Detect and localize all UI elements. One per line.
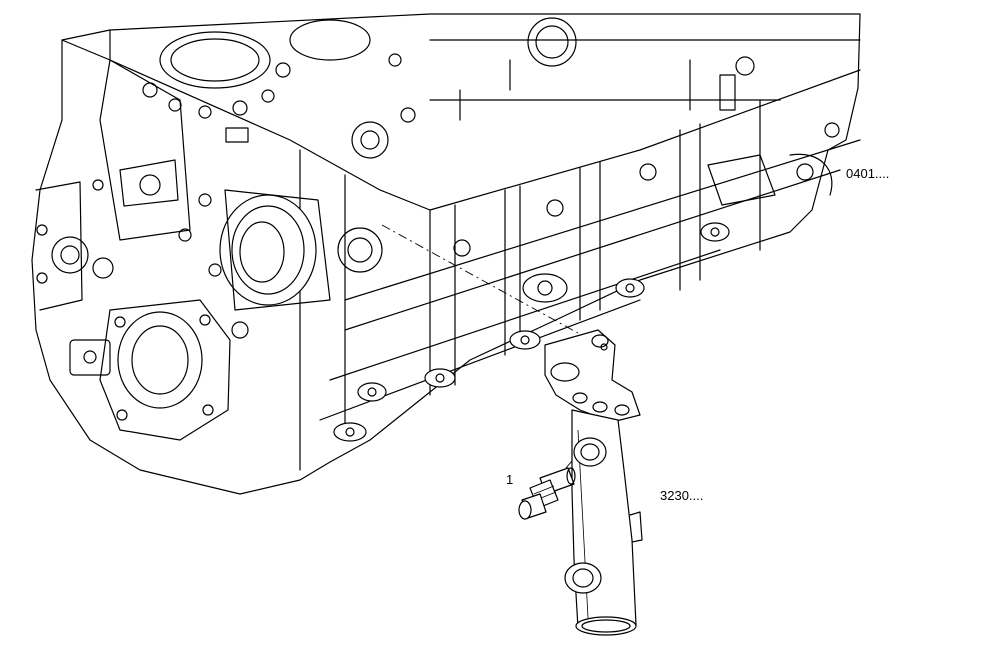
water-pipe-callout: 3230.... [660, 488, 704, 503]
coolant-pipe [544, 329, 643, 636]
threaded-fitting [518, 467, 576, 520]
engine-block-callout: 0401.... [846, 166, 890, 181]
fitting-centerline [565, 439, 591, 469]
fitting-number-callout: 1 [506, 472, 514, 487]
mounting-bosses [333, 222, 730, 442]
engine-block [31, 13, 861, 495]
